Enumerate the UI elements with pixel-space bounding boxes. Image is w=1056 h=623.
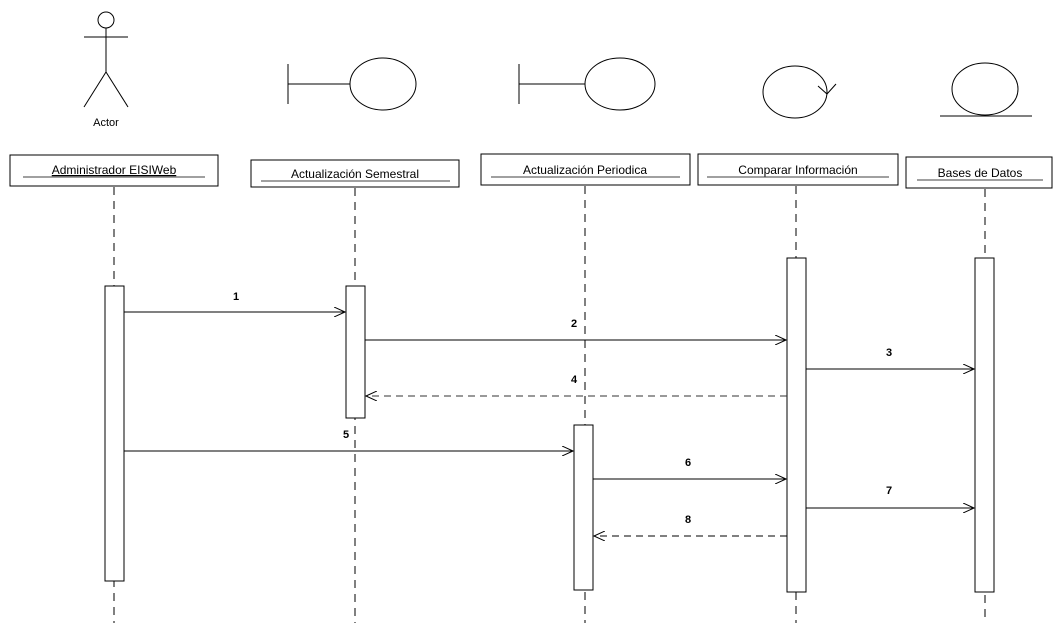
boundary-icon (287, 57, 417, 111)
lifeline-header-actualizacion-periodica: Actualización Periodica (480, 153, 691, 186)
lifeline-label: Actualización Semestral (291, 167, 419, 181)
message-6: 6 (593, 457, 786, 479)
boundary-icon (518, 57, 656, 111)
lifeline-label: Comparar Información (738, 163, 857, 177)
activation-bar (104, 285, 125, 582)
actor-icon (83, 11, 129, 108)
lifeline-label: Actualización Periodica (523, 163, 647, 177)
message-3: 3 (806, 347, 974, 369)
lifeline-label: Administrador EISIWeb (52, 163, 177, 177)
message-label: 7 (886, 485, 892, 497)
activation-bar (786, 257, 807, 593)
lifeline-label: Bases de Datos (938, 166, 1023, 180)
lifeline-header-bases-de-datos: Bases de Datos (905, 156, 1053, 189)
lifeline-header-comparar-informacion: Comparar Información (697, 153, 899, 186)
message-label: 2 (571, 318, 577, 330)
message-7: 7 (806, 485, 974, 508)
message-label: 8 (685, 514, 691, 526)
activation-bar (345, 285, 366, 419)
message-label: 3 (886, 347, 892, 359)
message-8-return: 8 (594, 514, 787, 536)
message-label: 1 (233, 291, 239, 303)
message-4-return: 4 (366, 374, 787, 396)
activation-bar (974, 257, 995, 593)
message-label: 6 (685, 457, 691, 469)
message-5: 5 (124, 429, 573, 451)
activation-bar (573, 424, 594, 591)
message-label: 4 (571, 374, 578, 386)
lifeline-header-administrador: Administrador EISIWeb (9, 154, 219, 187)
message-label: 5 (343, 429, 349, 441)
lifeline-header-actualizacion-semestral: Actualización Semestral (250, 159, 460, 188)
entity-icon (940, 62, 1032, 117)
actor-caption: Actor (93, 117, 119, 129)
control-icon (762, 65, 837, 119)
message-2: 2 (365, 318, 786, 340)
message-1: 1 (124, 291, 345, 312)
